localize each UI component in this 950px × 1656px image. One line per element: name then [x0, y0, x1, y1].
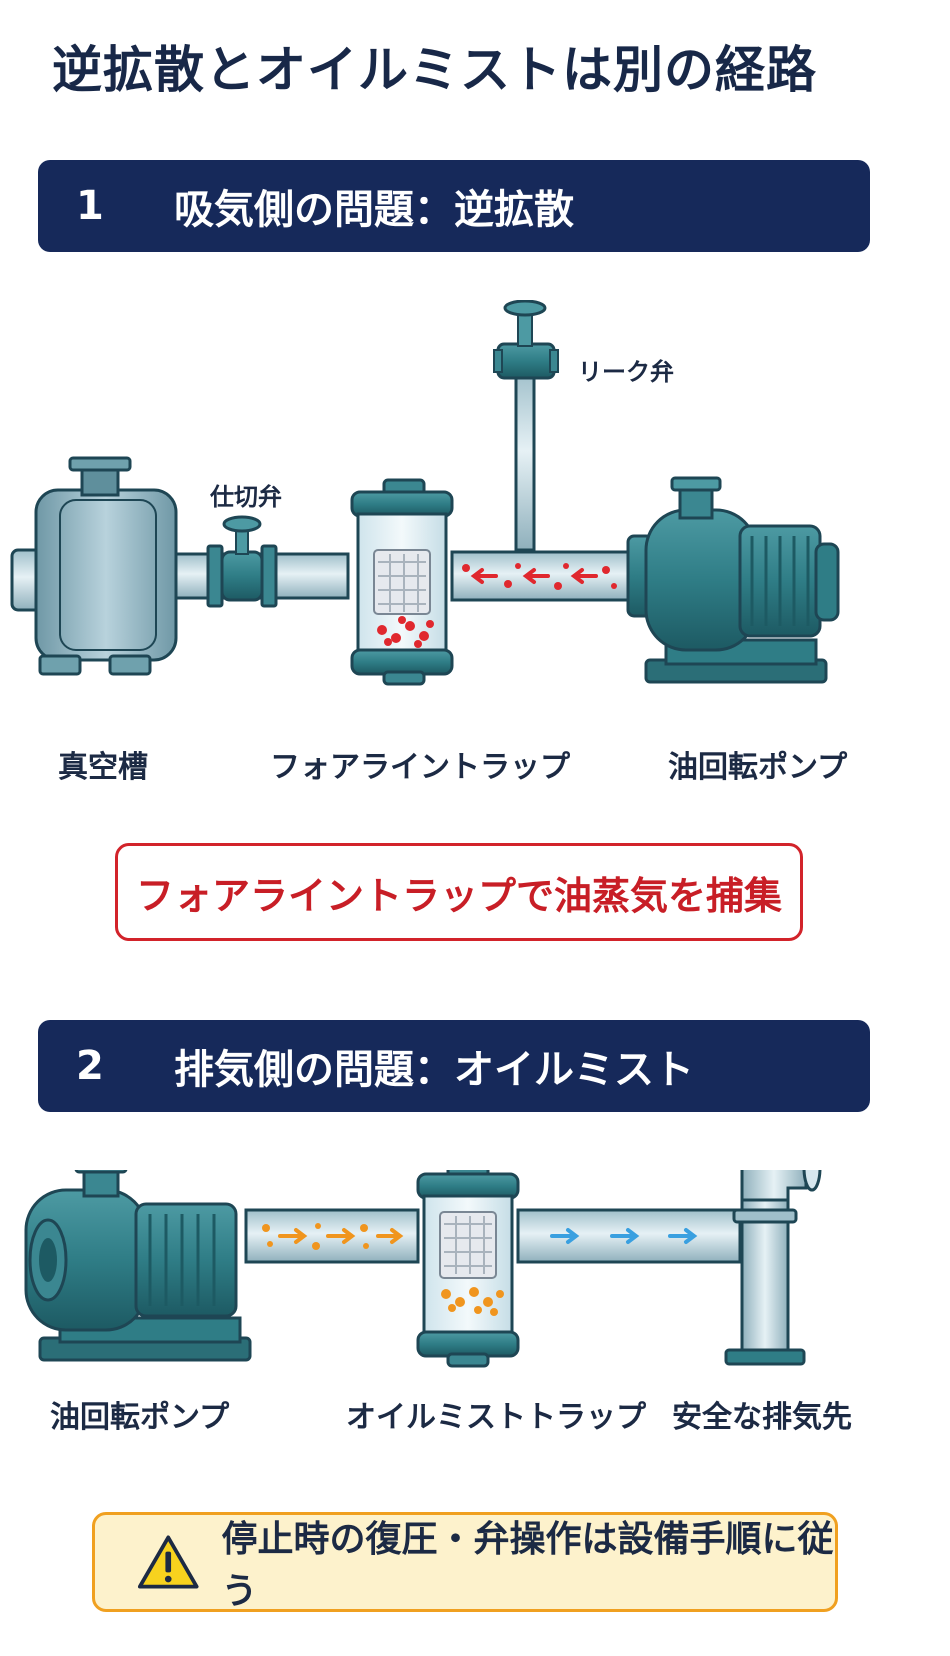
safe-exhaust-label: 安全な排気先 [672, 1400, 852, 1435]
section-2-header: 2 排気側の問題：オイルミスト [38, 1020, 870, 1112]
trapped-oil-mist [441, 1287, 504, 1316]
rotary-pump-label-2: 油回転ポンプ [50, 1400, 230, 1435]
rotary-pump-label: 油回転ポンプ [668, 750, 848, 785]
trapped-oil-droplets [377, 616, 434, 648]
section-1-number: 1 [76, 183, 104, 229]
rotary-pump-icon [626, 476, 840, 684]
clean-exhaust-arrows [550, 1228, 698, 1244]
leak-line-pipe [514, 368, 536, 552]
warning-callout: 停止時の復圧・弁操作は設備手順に従う [92, 1512, 838, 1612]
rotary-pump-icon [24, 1170, 252, 1362]
oil-mist-trap-icon [416, 1170, 520, 1368]
leak-valve-icon [493, 300, 559, 380]
backstreaming-vapor-arrows [462, 563, 617, 590]
safe-exhaust-icon [724, 1170, 822, 1366]
vacuum-chamber-label: 真空槽 [58, 750, 148, 785]
foreline-trap-icon [350, 478, 454, 686]
foreline-trap-label: フォアライントラップ [270, 750, 570, 785]
warning-text: 停止時の復圧・弁操作は設備手順に従う [221, 1519, 834, 1612]
intake-side-diagram [10, 300, 840, 686]
gate-valve-label: 仕切弁 [210, 483, 282, 511]
exhaust-side-diagram [24, 1170, 822, 1368]
leak-valve-label: リーク弁 [578, 358, 674, 386]
section-1-label: 吸気側の問題：逆拡散 [174, 187, 574, 233]
oil-mist-trap-label: オイルミストトラップ [346, 1400, 646, 1435]
section-2-label: 排気側の問題：オイルミスト [174, 1047, 694, 1093]
page-title: 逆拡散とオイルミストは別の経路 [52, 41, 817, 99]
vacuum-chamber-icon [10, 456, 178, 676]
foreline-trap-callout: フォアライントラップで油蒸気を捕集 [115, 843, 803, 941]
oil-mist-arrows [262, 1223, 404, 1250]
gate-valve-icon [206, 515, 278, 608]
section-1-header: 1 吸気側の問題：逆拡散 [38, 160, 870, 252]
section-2-number: 2 [76, 1043, 104, 1089]
warning-icon [137, 1535, 199, 1589]
